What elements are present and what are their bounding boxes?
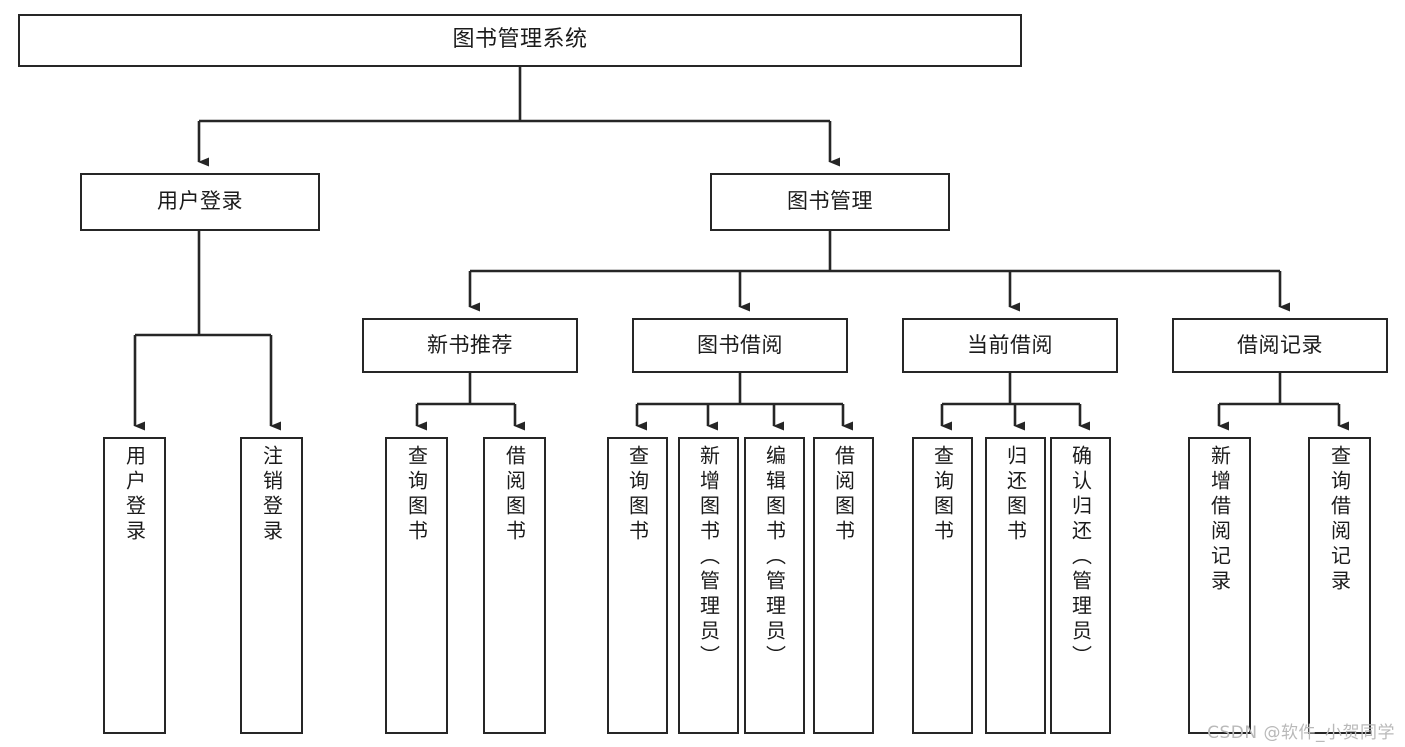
node-leaf-query-record[interactable]: 查询借阅记录	[1308, 437, 1371, 734]
node-leaf-user-logout[interactable]: 注销登录	[240, 437, 303, 734]
node-leaf-confirm-return[interactable]: 确认归还（管理员）	[1050, 437, 1111, 734]
node-borrow-record[interactable]: 借阅记录	[1172, 318, 1388, 373]
node-new-book-recommend[interactable]: 新书推荐	[362, 318, 578, 373]
node-borrow-record-label: 借阅记录	[1237, 332, 1323, 357]
node-leaf-confirm-return-label: 确认归还（管理员）	[1068, 445, 1093, 670]
node-book-management[interactable]: 图书管理	[710, 173, 950, 231]
node-leaf-add-book[interactable]: 新增图书（管理员）	[678, 437, 739, 734]
node-current-borrow[interactable]: 当前借阅	[902, 318, 1118, 373]
node-leaf-borrow-book-2-label: 借阅图书	[831, 445, 856, 545]
node-leaf-query-book-2-label: 查询图书	[625, 445, 650, 545]
node-leaf-query-book-3[interactable]: 查询图书	[912, 437, 973, 734]
node-leaf-return-book-label: 归还图书	[1003, 445, 1028, 545]
node-leaf-edit-book-label: 编辑图书（管理员）	[762, 445, 787, 670]
node-book-borrow[interactable]: 图书借阅	[632, 318, 848, 373]
node-leaf-query-book-1[interactable]: 查询图书	[385, 437, 448, 734]
node-current-borrow-label: 当前借阅	[967, 332, 1053, 357]
node-leaf-return-book[interactable]: 归还图书	[985, 437, 1046, 734]
node-book-borrow-label: 图书借阅	[697, 332, 783, 357]
node-leaf-query-book-2[interactable]: 查询图书	[607, 437, 668, 734]
node-leaf-add-record[interactable]: 新增借阅记录	[1188, 437, 1251, 734]
node-leaf-add-record-label: 新增借阅记录	[1207, 445, 1232, 595]
node-root-label: 图书管理系统	[452, 27, 588, 53]
node-leaf-user-login-label: 用户登录	[122, 445, 147, 545]
node-user-login-label: 用户登录	[157, 189, 243, 214]
node-leaf-edit-book[interactable]: 编辑图书（管理员）	[744, 437, 805, 734]
node-leaf-user-login[interactable]: 用户登录	[103, 437, 166, 734]
node-leaf-query-book-1-label: 查询图书	[404, 445, 429, 545]
node-leaf-borrow-book-2[interactable]: 借阅图书	[813, 437, 874, 734]
node-root[interactable]: 图书管理系统	[18, 14, 1022, 67]
node-leaf-borrow-book-1[interactable]: 借阅图书	[483, 437, 546, 734]
node-leaf-query-record-label: 查询借阅记录	[1327, 445, 1352, 595]
node-leaf-user-logout-label: 注销登录	[259, 445, 284, 545]
node-leaf-add-book-label: 新增图书（管理员）	[696, 445, 721, 670]
node-book-management-label: 图书管理	[787, 189, 873, 214]
node-leaf-query-book-3-label: 查询图书	[930, 445, 955, 545]
node-leaf-borrow-book-1-label: 借阅图书	[502, 445, 527, 545]
node-user-login[interactable]: 用户登录	[80, 173, 320, 231]
watermark: CSDN @软件_小贺同学	[1207, 723, 1395, 743]
node-new-book-recommend-label: 新书推荐	[427, 332, 513, 357]
